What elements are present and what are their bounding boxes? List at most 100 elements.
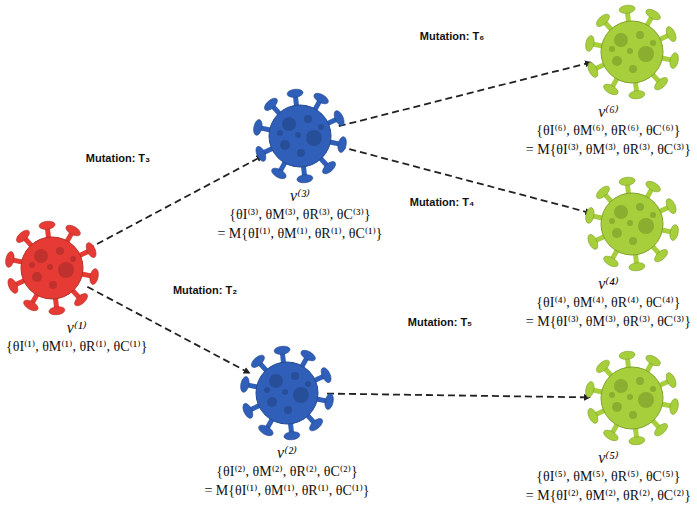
mutation-label: Mutation: T₆ [418, 29, 486, 43]
virus-knob [6, 277, 20, 295]
virus-icon [584, 350, 679, 445]
virus-spot [650, 40, 656, 46]
virus-knob [619, 4, 636, 14]
virus-knob [4, 251, 15, 268]
virus-knob [652, 421, 669, 438]
virus-knob [628, 436, 645, 446]
parameter-set: = M{θI⁽³⁾, θM⁽³⁾, θR⁽³⁾, θC⁽³⁾} [524, 140, 693, 159]
virus-knob [669, 224, 680, 241]
virus-knob [283, 431, 300, 441]
virus-knob [324, 393, 335, 410]
virus-knob [594, 12, 611, 29]
virus-knob [89, 268, 100, 285]
virus-spot [609, 392, 615, 398]
virus-spot [612, 228, 622, 238]
virus-spot [264, 387, 270, 393]
virus-spot [636, 203, 644, 211]
virus-icon [584, 4, 679, 99]
virus-icon [239, 345, 334, 440]
virus-spot [291, 372, 299, 380]
virus-knob [72, 291, 89, 308]
parameter-set: = M{θI⁽¹⁾, θM⁽¹⁾, θR⁽¹⁾, θC⁽¹⁾} [215, 224, 384, 243]
virus-knob [307, 416, 324, 433]
mutation-arrow [327, 394, 590, 398]
variant-name: v⁽¹⁾ [4, 318, 149, 337]
virus-node: v⁽⁵⁾{θI⁽⁵⁾, θM⁽⁵⁾, θR⁽⁵⁾, θC⁽⁵⁾}= M{θI⁽²… [524, 350, 693, 505]
virus-knob [270, 166, 288, 181]
parameter-set: {θI⁽⁵⁾, θM⁽⁵⁾, θR⁽⁵⁾, θC⁽⁵⁾} [524, 467, 693, 486]
virus-spot [614, 379, 628, 393]
virus-spot [305, 381, 311, 387]
virus-knob [48, 306, 65, 316]
virus-spot [636, 31, 644, 39]
virus-body [269, 105, 331, 167]
virus-body [601, 193, 663, 255]
virus-spot [58, 262, 74, 278]
virus-icon [4, 220, 99, 315]
parameter-set: {θI⁽¹⁾, θM⁽¹⁾, θR⁽¹⁾, θC⁽¹⁾} [4, 337, 149, 356]
virus-node: v⁽⁴⁾{θI⁽⁴⁾, θM⁽⁴⁾, θR⁽⁴⁾, θC⁽⁴⁾}= M{θI⁽³… [524, 176, 693, 331]
virus-knob [299, 348, 317, 363]
virus-spot [304, 115, 312, 123]
virus-knob [64, 223, 82, 238]
virus-body [256, 362, 318, 424]
mutation-arrow [339, 62, 592, 126]
virus-knob [287, 88, 304, 98]
virus-knob [584, 381, 595, 398]
virus-illustration [584, 4, 680, 100]
virus-spot [306, 130, 322, 146]
virus-knob [644, 353, 662, 368]
virus-spot [56, 247, 64, 255]
parameter-set: = M{θI⁽¹⁾, θM⁽¹⁾, θR⁽¹⁾, θC⁽¹⁾} [202, 481, 371, 500]
virus-knob [619, 350, 636, 360]
virus-knob [332, 109, 346, 127]
virus-spot [32, 272, 42, 282]
virus-knob [628, 90, 645, 100]
virus-spot [629, 237, 637, 245]
variant-name: v⁽²⁾ [202, 443, 371, 462]
parameter-set: {θI⁽³⁾, θM⁽³⁾, θR⁽³⁾, θC⁽³⁾} [215, 205, 384, 224]
virus-node: v⁽³⁾{θI⁽³⁾, θM⁽³⁾, θR⁽³⁾, θC⁽³⁾}= M{θI⁽¹… [215, 88, 384, 243]
virus-spot [638, 218, 654, 234]
virus-knob [254, 145, 268, 163]
virus-knob [586, 233, 600, 251]
virus-knob [664, 371, 678, 389]
virus-spot [277, 130, 283, 136]
virus-spot [614, 205, 628, 219]
virus-knob [628, 262, 645, 272]
virus-knob [586, 61, 600, 79]
virus-knob [241, 402, 255, 420]
parameter-set: {θI⁽²⁾, θM⁽²⁾, θR⁽²⁾, θC⁽²⁾} [202, 462, 371, 481]
virus-spot [49, 281, 57, 289]
virus-knob [319, 366, 333, 384]
virus-spot [267, 397, 277, 407]
virus-node: v⁽¹⁾{θI⁽¹⁾, θM⁽¹⁾, θR⁽¹⁾, θC⁽¹⁾} [4, 220, 149, 356]
virus-spot [282, 117, 296, 131]
virus-icon [252, 88, 347, 183]
virus-knob [586, 407, 600, 425]
virus-knob [39, 220, 56, 230]
virus-knob [274, 345, 291, 355]
virus-knob [602, 428, 620, 443]
virus-body [601, 367, 663, 429]
virus-knob [320, 159, 337, 176]
virus-knob [644, 7, 662, 22]
variant-name: v⁽⁴⁾ [524, 274, 693, 293]
mutation-arrow [87, 287, 250, 373]
virus-spot [29, 262, 35, 268]
virus-spot [318, 124, 324, 130]
virus-illustration [584, 350, 680, 446]
virus-knob [652, 75, 669, 92]
virus-knob [262, 96, 279, 113]
mutation-label: Mutation: T₄ [408, 195, 477, 209]
virus-spot [636, 377, 644, 385]
virus-knob [337, 136, 348, 153]
parameter-set: = M{θI⁽³⁾, θM⁽³⁾, θR⁽³⁾, θC⁽³⁾} [524, 312, 693, 331]
virus-spot [47, 264, 53, 270]
virus-spot [627, 394, 633, 400]
virus-spot [280, 140, 290, 150]
virus-spot [627, 48, 633, 54]
virus-illustration [584, 176, 680, 272]
